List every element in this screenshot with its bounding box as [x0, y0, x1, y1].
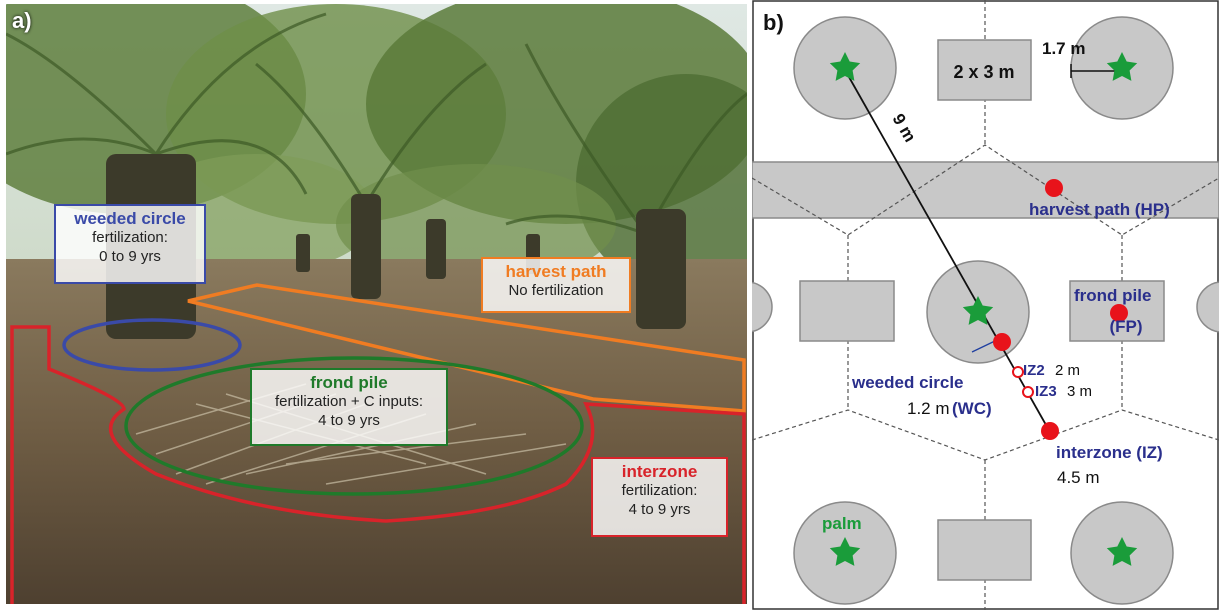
- iz3-label: IZ3: [1035, 383, 1057, 400]
- frond-pile-label-1: frond pile: [1074, 286, 1151, 305]
- weeded-circle-label: weeded circle: [851, 373, 964, 392]
- frond-pile-label-2: (FP): [1109, 317, 1142, 336]
- sampling-schematic: b) 2 x 3 m 1.7 m 9 m harvest path (HP) f…: [752, 0, 1219, 610]
- frond-pile-rects: [799, 39, 1165, 581]
- harvest-path-title: harvest path: [505, 262, 607, 281]
- iz-sample-point: [1041, 422, 1059, 440]
- interzone-outline: [10, 325, 746, 604]
- interzone-line2: 4 to 9 yrs: [628, 501, 691, 518]
- plantation-photo: [6, 4, 747, 604]
- wc-abbr: (WC): [952, 399, 992, 418]
- harvest-path-band: [752, 161, 1219, 219]
- weeded-circle-title: weeded circle: [74, 209, 186, 228]
- wc-sample-point: [993, 333, 1011, 351]
- palm-stars: [829, 52, 1138, 566]
- frond-pile-callout: frond pile fertilization + C inputs: 4 t…: [250, 368, 448, 446]
- interzone-callout: interzone fertilization: 4 to 9 yrs: [591, 457, 728, 537]
- weeded-circle-line1: fertilization:: [92, 229, 168, 247]
- harvest-path-callout: harvest path No fertilization: [481, 257, 631, 313]
- panel-a-letter: a): [12, 8, 32, 33]
- iz3-sample-point: [1022, 386, 1034, 398]
- plot-size-label: 2 x 3 m: [953, 62, 1014, 82]
- palm-star-icon: [829, 52, 861, 81]
- frond-pile-outline: [124, 356, 584, 496]
- fp-sample-point: [1110, 304, 1128, 322]
- iz2-sample-point: [1012, 366, 1024, 378]
- iz2-distance: 2 m: [1055, 362, 1080, 379]
- iz-distance: 4.5 m: [1057, 468, 1100, 487]
- interzone-label: interzone (IZ): [1056, 443, 1163, 462]
- frond-pile-title: frond pile: [310, 373, 388, 392]
- palm-star-icon: [962, 296, 994, 325]
- weeded-circle-callout: weeded circle fertilization: 0 to 9 yrs: [54, 204, 206, 284]
- palm-label: palm: [822, 514, 862, 533]
- frond-pile-line2: 4 to 9 yrs: [318, 412, 380, 429]
- frond-pile-line1: fertilization + C inputs:: [275, 393, 423, 411]
- iz3-distance: 3 m: [1067, 383, 1092, 400]
- weeded-circle-outline: [62, 318, 242, 372]
- wc-distance: 1.2 m: [907, 399, 950, 418]
- radius-label: 1.7 m: [1042, 39, 1085, 58]
- palm-star-icon: [1106, 52, 1138, 81]
- panel-b-letter: b): [763, 10, 784, 35]
- interzone-title: interzone: [621, 462, 698, 481]
- palm-star-icon: [1106, 537, 1138, 566]
- hp-sample-point: [1045, 179, 1063, 197]
- palm-star-icon: [829, 537, 861, 566]
- interzone-line1: fertilization:: [621, 482, 698, 500]
- iz2-label: IZ2: [1023, 362, 1045, 379]
- wc-leader-line: [971, 339, 998, 353]
- weeded-circle-line2: 0 to 9 yrs: [99, 248, 161, 265]
- harvest-path-label: harvest path (HP): [1029, 200, 1170, 219]
- harvest-path-line1: No fertilization: [508, 282, 604, 300]
